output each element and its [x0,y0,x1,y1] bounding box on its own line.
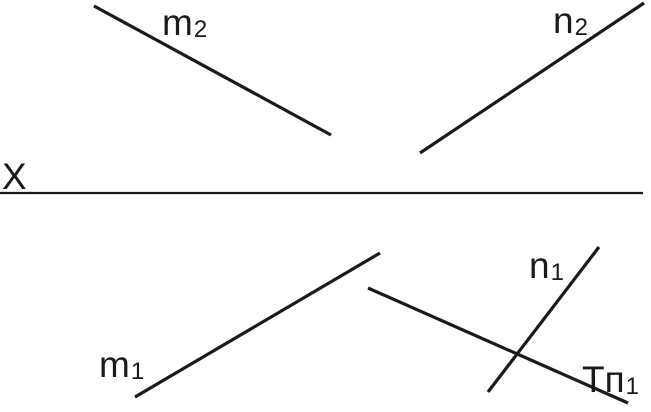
label-tp1-sub: 1 [625,373,639,400]
label-tp1-main: Tп [582,359,625,400]
line-n1 [486,246,601,393]
label-x-main: X [2,156,27,197]
label-m1: m1 [99,344,145,385]
label-m1-main: m [99,344,130,385]
line-m2 [93,4,332,137]
label-tp1: Tп1 [582,359,639,400]
line-tp1 [367,286,629,405]
label-m2-main: m [162,2,193,43]
label-m1-sub: 1 [130,358,145,385]
label-n2-main: n [553,0,574,41]
label-n1: n1 [529,245,564,286]
line-n2 [419,1,645,155]
label-n1-main: n [529,245,550,286]
label-n2-sub: 2 [574,14,588,41]
label-x-axis: X [2,158,27,195]
label-m2: m2 [162,2,208,43]
label-n2: n2 [553,0,588,41]
label-m2-sub: 2 [193,16,208,43]
line-m1 [134,251,381,399]
label-n1-sub: 1 [550,259,564,286]
